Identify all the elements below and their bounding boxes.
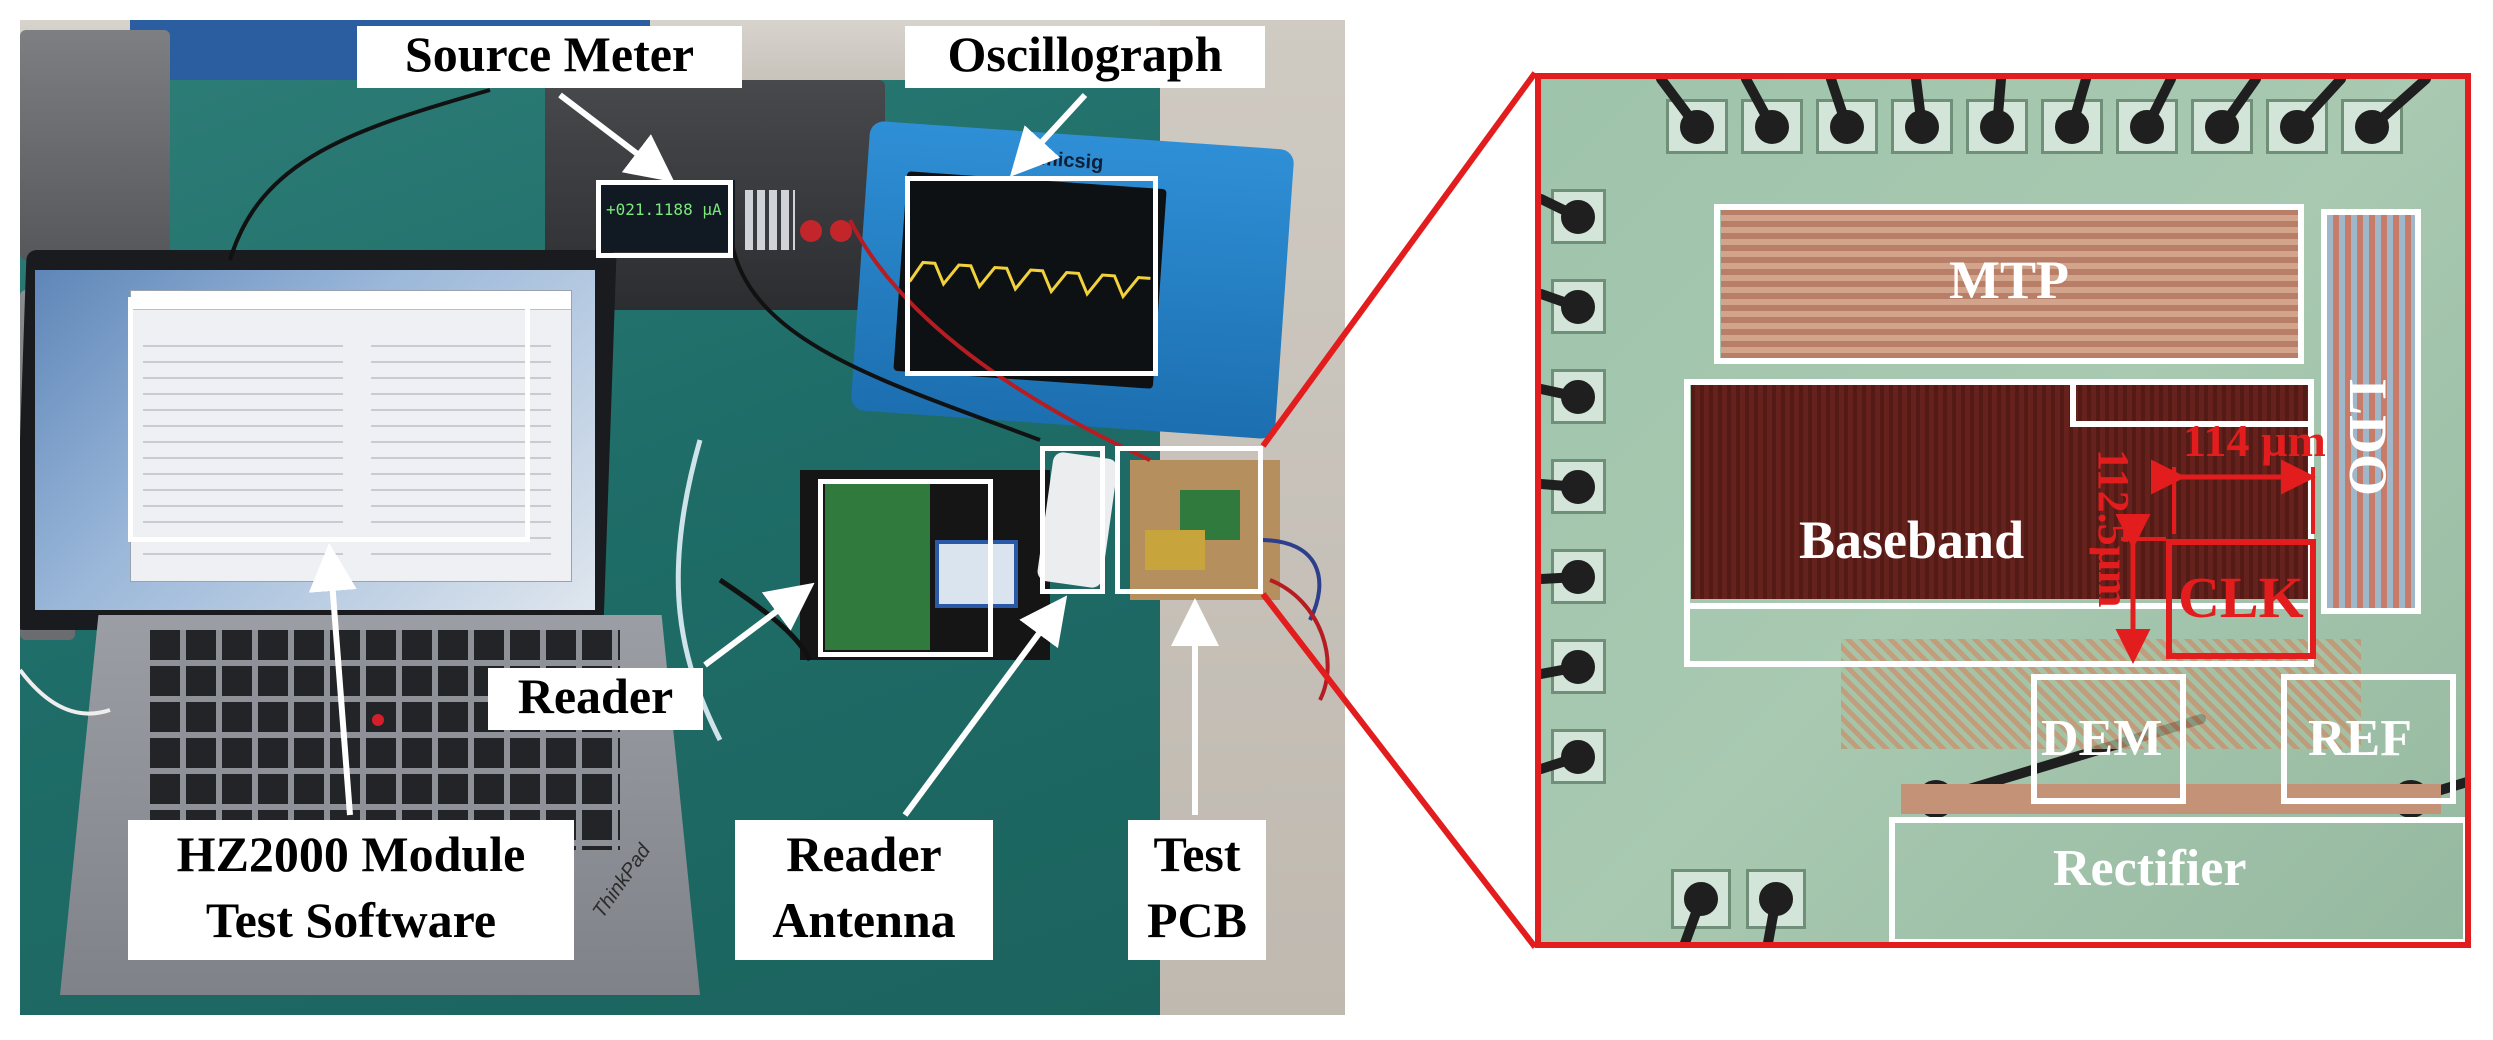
rectifier-block bbox=[1889, 817, 2465, 942]
server-box bbox=[20, 30, 170, 260]
ldo-block bbox=[2321, 209, 2421, 614]
waveform-trace bbox=[908, 260, 1151, 300]
height-dimension: 112.5µm bbox=[2089, 449, 2138, 608]
baseband-label: Baseband bbox=[1799, 510, 2025, 570]
label-reader: Reader bbox=[488, 668, 703, 730]
reader-frame bbox=[818, 479, 993, 657]
reader-card bbox=[935, 540, 1018, 608]
meter-readout: +021.1188 µA bbox=[606, 200, 722, 219]
meter-terminal-red-2 bbox=[830, 220, 852, 242]
keyboard-rows bbox=[150, 630, 620, 850]
label-software-line2: Test Software bbox=[205, 892, 497, 948]
bond-pad bbox=[2116, 99, 2178, 154]
mtp-block bbox=[1714, 204, 2304, 364]
mtp-region bbox=[1721, 209, 2301, 359]
form-fields-right bbox=[371, 331, 551, 561]
clk-block bbox=[2166, 539, 2316, 659]
clk-label: CLK bbox=[2178, 565, 2304, 630]
label-antenna-line2: Antenna bbox=[772, 892, 956, 948]
cables bbox=[20, 88, 1330, 742]
dimension-markers bbox=[2115, 459, 2316, 664]
dem-block bbox=[2031, 674, 2186, 804]
form-fields bbox=[143, 331, 343, 561]
oscilloscope-screen bbox=[893, 171, 1167, 389]
meter-terminal-red bbox=[800, 220, 822, 242]
label-pcb-line1: Test bbox=[1153, 826, 1241, 882]
label-antenna-line1: Reader bbox=[786, 826, 942, 882]
label-pcb-line2: PCB bbox=[1147, 892, 1247, 948]
label-software-line1: HZ2000 Module bbox=[176, 826, 526, 882]
source-meter-display: +021.1188 µA bbox=[600, 180, 735, 252]
ldo-region bbox=[2321, 214, 2416, 614]
trackpoint bbox=[372, 714, 384, 726]
width-dimension: 114 µm bbox=[2183, 415, 2326, 466]
test-software-window bbox=[130, 290, 572, 582]
chip-micrograph: MTP Baseband LDO DEM REF Rectifier CLK 1… bbox=[1535, 73, 2471, 948]
label-reader-antenna: Reader Antenna bbox=[735, 820, 993, 960]
ref-label: REF bbox=[2308, 710, 2412, 767]
mtp-label: MTP bbox=[1949, 250, 2069, 310]
label-test-pcb: Test PCB bbox=[1128, 820, 1266, 960]
baseband-outline bbox=[1684, 379, 2314, 667]
label-oscillograph: Oscillograph bbox=[905, 26, 1265, 88]
software-frame bbox=[128, 297, 530, 542]
dem-label: DEM bbox=[2041, 710, 2163, 767]
label-source-meter: Source Meter bbox=[357, 26, 742, 88]
test-pcb-frame bbox=[1115, 446, 1263, 594]
label-test-software: HZ2000 Module Test Software bbox=[128, 820, 574, 960]
source-meter-frame bbox=[596, 180, 733, 258]
reader-board bbox=[825, 480, 930, 650]
pcb-gold-fingers bbox=[1145, 530, 1205, 570]
ref-block bbox=[2281, 674, 2456, 804]
oscillograph-frame bbox=[905, 176, 1158, 376]
rectifier-label: Rectifier bbox=[2053, 840, 2247, 897]
antenna-frame bbox=[1040, 446, 1105, 594]
meter-keypad bbox=[745, 190, 795, 250]
